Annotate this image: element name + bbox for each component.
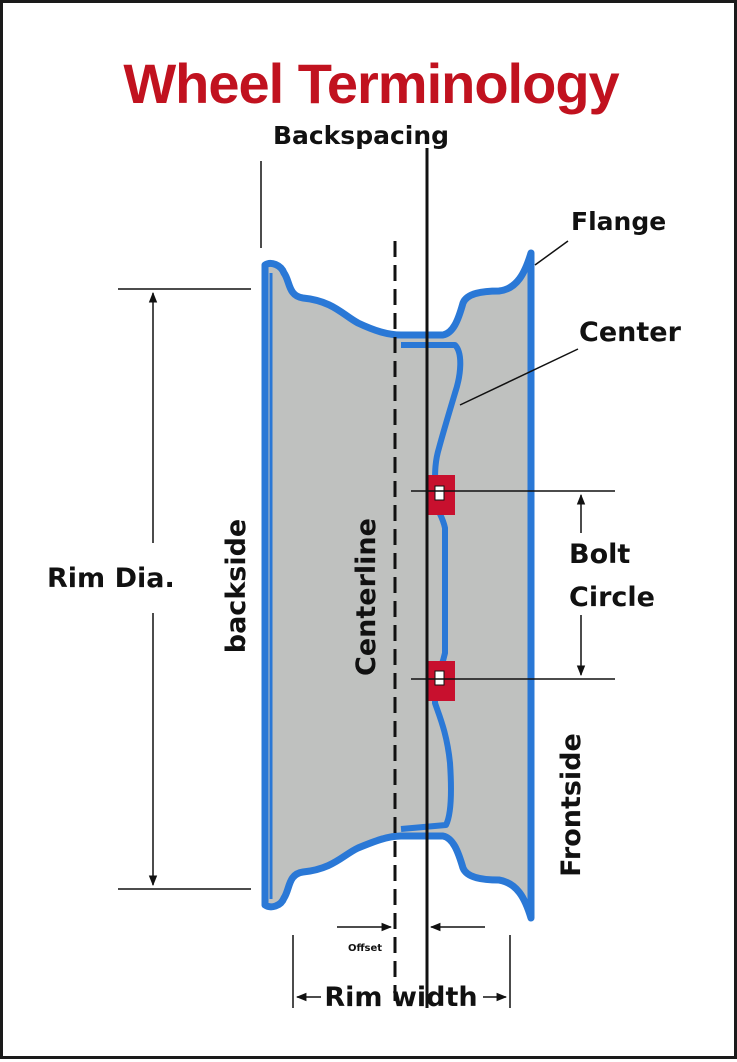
bolt-label: Bolt bbox=[569, 539, 630, 570]
bolt-marker-top bbox=[427, 475, 455, 515]
flange-leader bbox=[534, 240, 569, 266]
centerline-label: Centerline bbox=[351, 518, 382, 676]
center-disc bbox=[400, 342, 464, 832]
rim-width-label: Rim width bbox=[324, 982, 477, 1013]
rim-outline bbox=[261, 249, 535, 922]
flange-label: Flange bbox=[571, 207, 666, 236]
center-label: Center bbox=[579, 317, 682, 348]
frontside-label: Frontside bbox=[556, 733, 587, 877]
page-title: Wheel Terminology bbox=[123, 52, 619, 115]
backside-label: backside bbox=[221, 519, 252, 653]
rim-body bbox=[265, 253, 531, 918]
center-leader bbox=[459, 348, 579, 406]
wheel-diagram: Wheel Terminology Backspacing Flange Cen… bbox=[47, 52, 682, 1013]
circle-label: Circle bbox=[569, 582, 655, 613]
offset-label: Offset bbox=[348, 943, 382, 954]
backspacing-label: Backspacing bbox=[273, 121, 449, 150]
rim-dia-label: Rim Dia. bbox=[47, 563, 175, 594]
bolt-marker-bottom bbox=[427, 661, 455, 701]
